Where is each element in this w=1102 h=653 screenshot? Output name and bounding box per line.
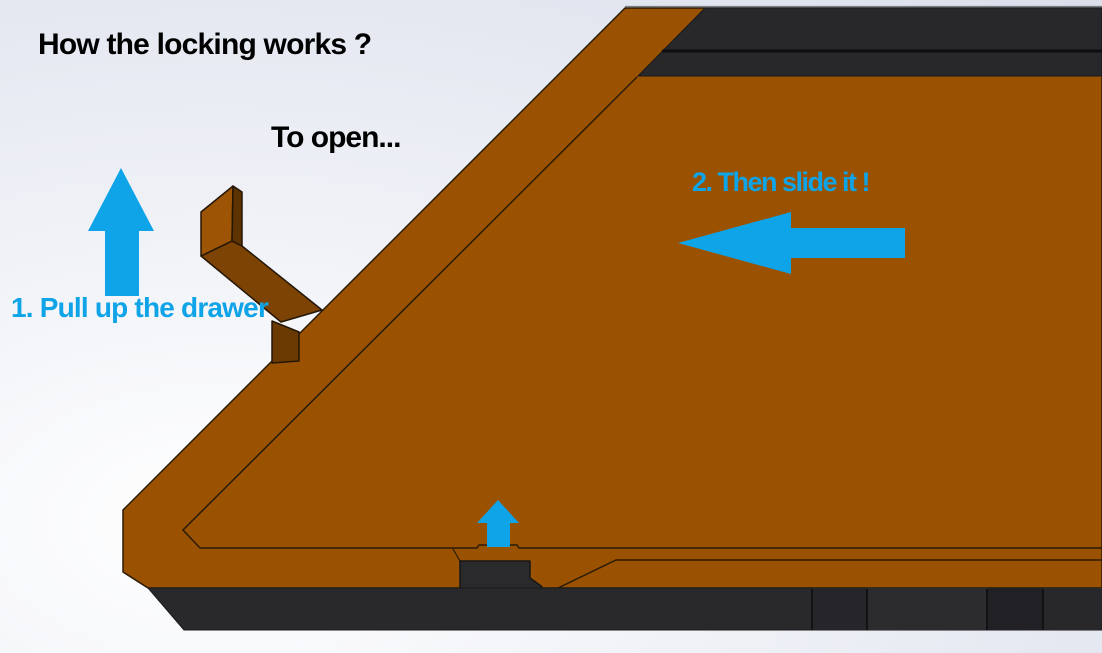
to-open-label: To open... xyxy=(271,121,401,154)
step1-label: 1. Pull up the drawer xyxy=(11,292,269,323)
panel-bevel-edge xyxy=(181,76,638,549)
base-band-segment xyxy=(1043,588,1102,630)
hook-head-side-face xyxy=(231,185,243,247)
pull-up-arrow-icon xyxy=(88,168,154,296)
step2-label: 2. Then slide it ! xyxy=(692,167,871,197)
base-band-segment xyxy=(867,588,987,630)
hook-support xyxy=(271,320,300,364)
latch-ramp-edge xyxy=(555,559,1102,590)
base-band-seams xyxy=(811,589,1044,630)
notch-step-edge xyxy=(452,548,461,562)
base-band-segment xyxy=(812,588,867,630)
base-band-segment xyxy=(987,588,1043,630)
slide-title: How the locking works ? xyxy=(38,28,372,61)
latch-up-arrow-icon xyxy=(477,500,519,547)
slide-left-arrow-icon xyxy=(678,212,905,274)
cabinet-top-band xyxy=(636,7,1102,77)
